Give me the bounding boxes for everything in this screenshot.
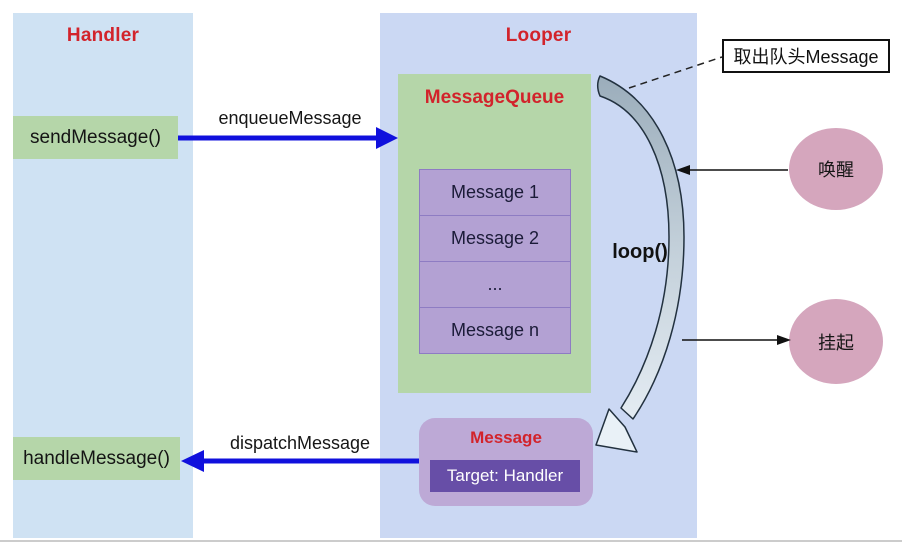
queue-row-ellipsis: ... bbox=[420, 262, 570, 308]
send-message-label: sendMessage() bbox=[30, 126, 161, 148]
suspend-circle-label: 挂起 bbox=[818, 332, 854, 353]
looper-column-title: Looper bbox=[505, 25, 572, 46]
dequeue-callout-label: 取出队头Message bbox=[733, 47, 879, 67]
message-queue-title: MessageQueue bbox=[424, 87, 565, 108]
send-message-box: sendMessage() bbox=[13, 116, 178, 159]
queue-row-message-n: Message n bbox=[450, 320, 540, 340]
wake-circle: 唤醒 bbox=[789, 128, 883, 210]
dispatch-arrow-label: dispatchMessage bbox=[229, 433, 371, 453]
enqueue-arrow-label: enqueueMessage bbox=[218, 108, 362, 128]
message-object-box: Message Target: Handler bbox=[419, 418, 593, 506]
loop-function-label: loop() bbox=[612, 241, 668, 263]
handler-column-title: Handler bbox=[66, 25, 140, 46]
handle-message-label: handleMessage() bbox=[23, 447, 170, 469]
message-target-box: Target: Handler bbox=[430, 460, 580, 492]
message-object-title: Message bbox=[470, 428, 542, 447]
suspend-arrow bbox=[682, 335, 791, 345]
enqueue-arrow bbox=[178, 127, 398, 149]
message-target-label: Target: Handler bbox=[446, 466, 564, 485]
wake-circle-label: 唤醒 bbox=[818, 160, 854, 180]
suspend-circle: 挂起 bbox=[789, 299, 883, 384]
handle-message-box: handleMessage() bbox=[13, 437, 180, 480]
dequeue-callout-box: 取出队头Message bbox=[722, 39, 890, 73]
bottom-divider-line bbox=[0, 540, 902, 542]
queue-row-message-2: Message 2 bbox=[420, 216, 570, 262]
message-queue-list: Message 1 Message 2 ... Message n bbox=[419, 169, 571, 354]
queue-row-message-1: Message 1 bbox=[420, 170, 570, 216]
